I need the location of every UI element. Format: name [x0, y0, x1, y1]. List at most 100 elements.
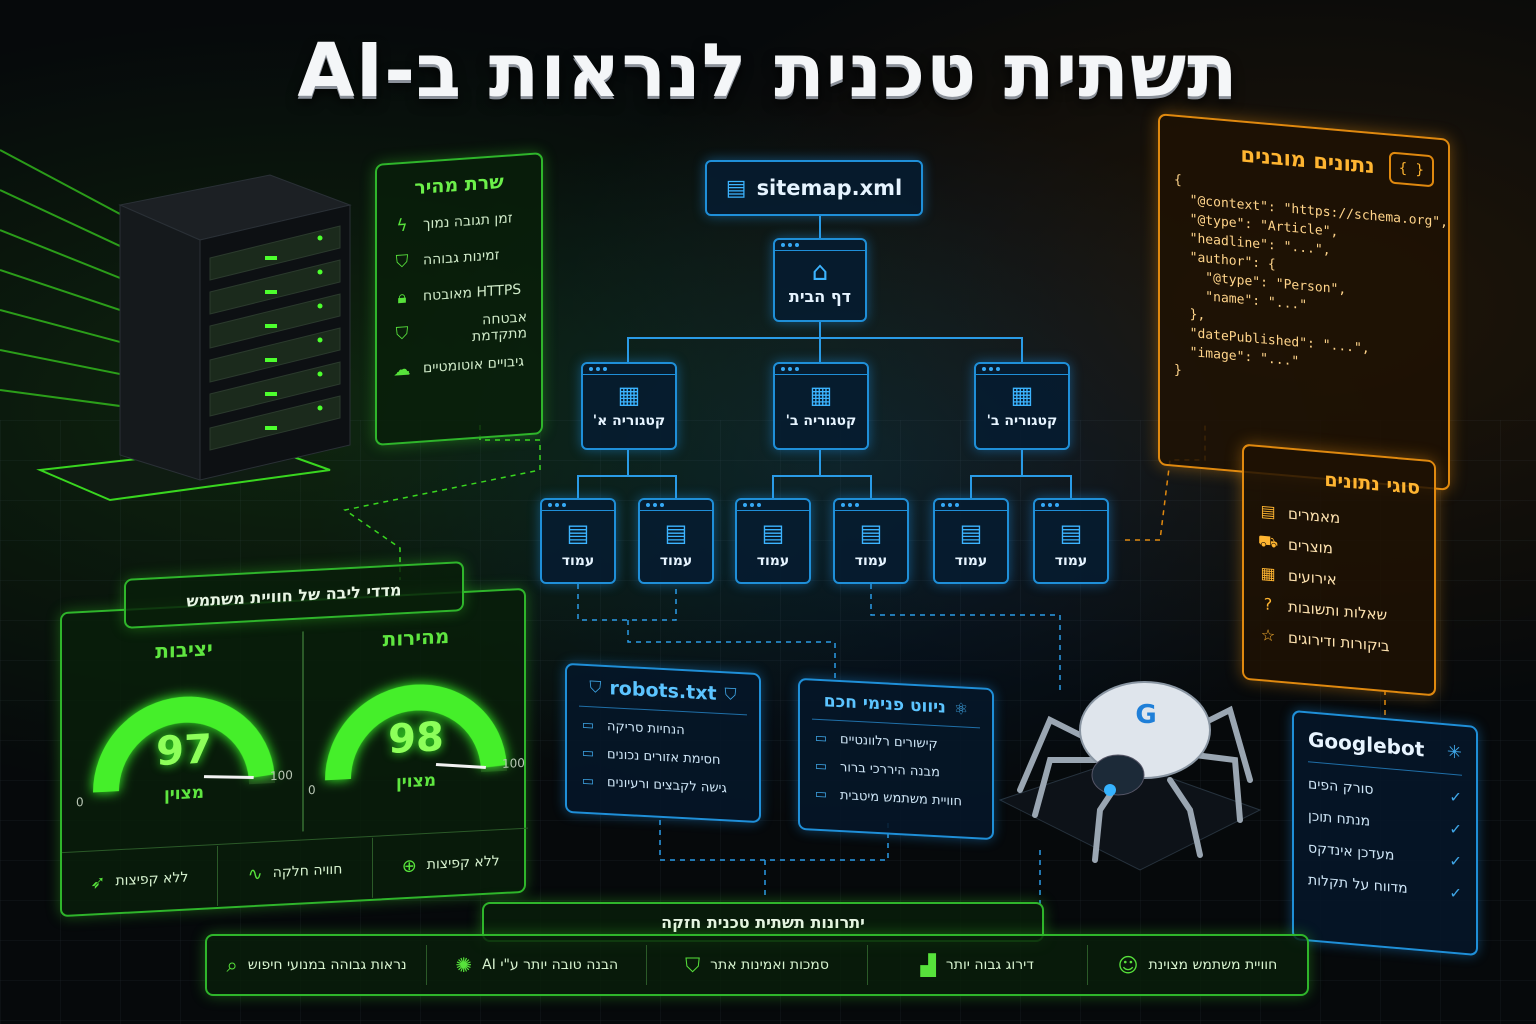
calendar-icon: ▦ — [1260, 563, 1276, 584]
gauge-min: 0 — [76, 794, 84, 810]
checkmark-icon: ✓ — [1449, 819, 1462, 839]
googlebot-task-label: סורק הפים — [1308, 776, 1374, 798]
advantage-item: ✺הבנה טובה יותר ע"י AI — [426, 945, 646, 985]
shield-check-icon: ⛉ — [589, 677, 602, 697]
ux-footer-item: ⊕ ללא קפיצות — [372, 829, 528, 898]
page-label: עמוד — [756, 553, 790, 569]
data-types-title: סוגי נתונים — [1324, 468, 1420, 500]
shield-badge-icon: ⛉ — [685, 953, 701, 977]
grid-icon: ▦ — [617, 381, 641, 409]
robots-panel: ⛉ robots.txt ⛉ ▭הנחיות סריקה▭חסימת אזורי… — [565, 662, 761, 824]
robots-title: robots.txt — [609, 677, 717, 705]
document-icon: ▭ — [581, 717, 595, 733]
question-icon: ? — [1263, 594, 1273, 615]
category-node: ▦קטגוריה ב' — [974, 362, 1070, 450]
link-icon: ▭ — [814, 730, 828, 746]
googlebot-task-label: מדווח על תקלות — [1308, 872, 1408, 897]
googlebot-panel: Googlebot ✳ סורק הפים✓מנתח תוכן✓מעדכן אי… — [1292, 709, 1478, 957]
page-node: ▤עמוד — [540, 498, 616, 584]
page-label: עמוד — [954, 553, 988, 569]
data-type-label: ביקורות ודירוגים — [1288, 628, 1390, 655]
advantage-item: ⛉ סמכות ואמינות אתר — [646, 945, 866, 985]
growth-chart-icon: ▟ — [920, 953, 936, 977]
house-icon: ⌂ — [811, 257, 829, 287]
document-icon: ▤ — [959, 519, 983, 547]
advantage-item: ⌕נראות גבוהה במנועי חיפוש — [207, 945, 426, 985]
target-icon: ⊕ — [401, 855, 417, 877]
ux-footer-label: ללא קפיצות — [115, 869, 189, 890]
page-label: עמוד — [854, 553, 888, 569]
lock-icon: 🔒︎ — [397, 287, 407, 309]
advantage-label: סמכות ואמינות אתר — [710, 957, 829, 973]
cart-icon: ⛟ — [1258, 530, 1279, 552]
list-item-label: גישה לקבצים ורעיונים — [607, 774, 727, 796]
googlebot-title: Googlebot — [1308, 727, 1425, 762]
gauge-value: 97 — [156, 726, 212, 776]
category-node: ▦ קטגוריה ב' — [773, 362, 869, 450]
list-item-label: מבנה היררכי ברור — [840, 759, 940, 780]
server-feature-label: אבטחה מתקדמת — [472, 309, 527, 346]
document-icon: ▤ — [1059, 519, 1083, 547]
googlebot-task-label: מעדכן אינדקס — [1308, 840, 1395, 864]
gauge-value: 98 — [388, 714, 444, 764]
smart-navigation-panel: ניווט פנימי חכם ⚛ ▭קישורים רלוונטיים▭מבנ… — [798, 677, 994, 841]
shield-check-icon: ⛉ — [395, 251, 409, 273]
data-types-panel: סוגי נתונים ▤מאמרים⛟מוצרים▦אירועים?שאלות… — [1242, 443, 1436, 697]
link-icon: ▭ — [814, 786, 828, 802]
checkmark-icon: ✓ — [1449, 851, 1462, 871]
sitemap-file-node: ▤ sitemap.xml — [705, 160, 923, 216]
document-icon: ▤ — [1260, 501, 1276, 522]
advantage-label: הבנה טובה יותר ע"י AI — [482, 957, 619, 973]
link-icon: ▭ — [814, 758, 828, 774]
fast-server-title: שרת מהיר — [414, 170, 504, 200]
page-label: עמוד — [659, 553, 693, 569]
advantage-item: ☺חוויית משתמש מצוינת — [1086, 945, 1307, 985]
grid-icon: ▦ — [809, 381, 833, 409]
gauge-fill — [93, 696, 275, 793]
ux-footer-item: ∿חוויה חלקה — [216, 837, 373, 907]
advantage-label: חוויית משתמש מצוינת — [1148, 957, 1278, 973]
rocket-icon: ➶ — [90, 871, 106, 894]
schema-code-block: { "@context": "https://schema.org", "@ty… — [1174, 172, 1448, 379]
list-item-label: קישורים רלוונטיים — [840, 731, 938, 752]
page-label: עמוד — [1054, 553, 1088, 569]
document-icon: ▤ — [761, 519, 785, 547]
page-label: עמוד — [561, 553, 595, 569]
structured-data-title: נתונים מובנים — [1240, 142, 1375, 179]
advantage-label: נראות גבוהה במנועי חיפוש — [247, 957, 407, 973]
code-braces-icon: { } — [1388, 151, 1434, 188]
category-label: קטגוריה א' — [592, 413, 666, 429]
gauges-svg — [93, 684, 507, 793]
sitemap-file-label: sitemap.xml — [756, 176, 903, 200]
checkmark-icon: ✓ — [1449, 883, 1462, 903]
shield-check-icon: ⛉ — [724, 684, 737, 704]
gauge-needle — [203, 775, 254, 779]
list-item-label: חסימת אזורים נכונים — [607, 746, 721, 768]
advantage-label: דירוג גבוה יותר — [945, 957, 1034, 973]
gauge-max: 100 — [502, 755, 525, 772]
page-node: ▤ עמוד — [638, 498, 714, 584]
ux-footer-label: ללא קפיצות — [426, 853, 500, 873]
checkmark-icon: ✓ — [1449, 787, 1462, 807]
page-node: ▤עמוד — [833, 498, 909, 584]
googlebot-spider-robot — [998, 681, 1262, 871]
gauge-max: 100 — [270, 768, 293, 784]
server-feature-label: HTTPS מאובטח — [423, 281, 522, 305]
page-node: ▤ עמוד — [1033, 498, 1109, 584]
server-illustration — [36, 174, 352, 502]
document-icon: ▭ — [581, 745, 595, 761]
lightning-icon: ϟ — [396, 215, 408, 237]
page-node: ▤ עמוד — [933, 498, 1009, 584]
data-type-label: אירועים — [1288, 566, 1337, 589]
google-g-badge: G — [1135, 700, 1157, 730]
advantage-item: ▟ דירוג גבוה יותר — [866, 945, 1087, 985]
server-feature-label: זמן תגובה נמוך — [423, 210, 513, 233]
server-feature-label: זמינות גבוהה — [423, 247, 500, 269]
document-icon: ▤ — [664, 519, 688, 547]
cloud-icon: ☁ — [393, 359, 411, 381]
server-feature-label: גיבויים אוטומטיים — [423, 353, 525, 377]
category-label: קטגוריה ב' — [785, 413, 857, 429]
googlebot-task-label: מנתח תוכן — [1308, 808, 1371, 830]
data-type-label: שאלות ותשובות — [1288, 597, 1388, 624]
